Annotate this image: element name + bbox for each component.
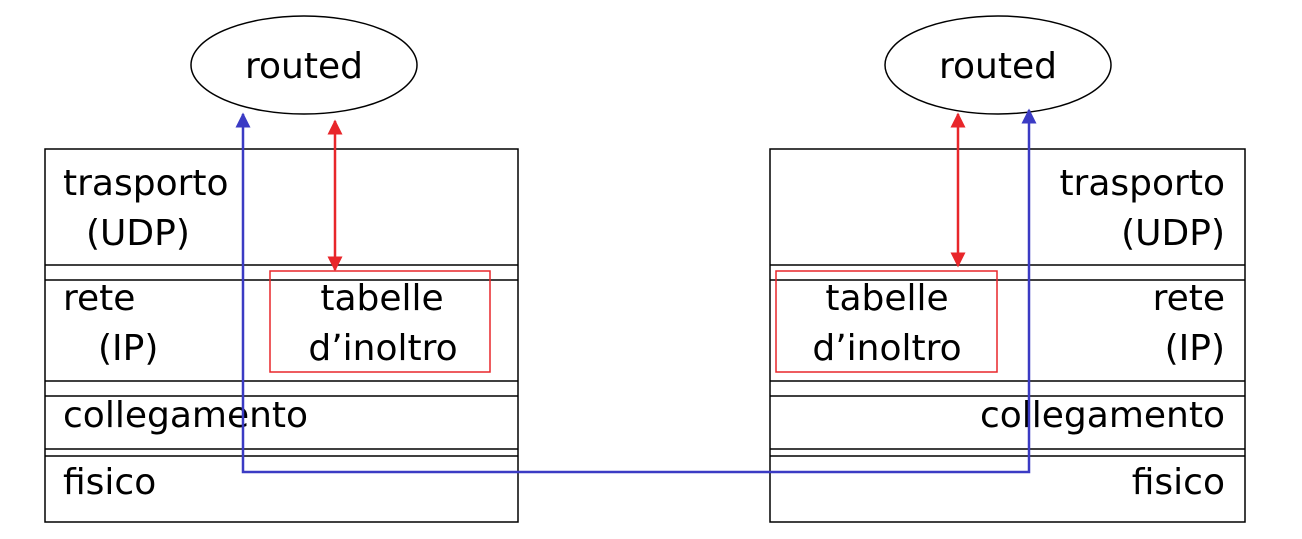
right-forwarding-table-box (775, 270, 998, 373)
left-forwarding-table-line1: tabelle (320, 278, 443, 319)
right-routed-label: routed (939, 46, 1057, 87)
left-transport-protocol: (UDP) (86, 213, 190, 254)
right-forwarding-table: tabelle d’inoltro (775, 270, 998, 373)
right-stack-outline (769, 148, 1246, 523)
right-forwarding-table-line1: tabelle (825, 278, 948, 319)
left-routed-label: routed (245, 46, 363, 87)
left-transport-label: trasporto (63, 163, 229, 204)
right-forwarding-table-line2: d’inoltro (812, 328, 961, 369)
left-host: routed trasporto (UDP) rete (IP) collega… (44, 15, 519, 523)
left-protocol-stack: trasporto (UDP) rete (IP) collegamento f… (44, 148, 519, 523)
right-transport-label: trasporto (1059, 163, 1225, 204)
right-network-label: rete (1153, 278, 1225, 319)
right-host: routed trasporto (UDP) rete (IP) collega… (769, 15, 1246, 523)
left-forwarding-table: tabelle d’inoltro (269, 270, 491, 373)
left-forwarding-table-line2: d’inoltro (308, 328, 457, 369)
right-protocol-stack: trasporto (UDP) rete (IP) collegamento f… (769, 148, 1246, 523)
left-physical-label: fisico (63, 462, 156, 503)
left-forwarding-table-box (269, 270, 491, 373)
routed-communication-path (235, 108, 1037, 474)
left-network-protocol: (IP) (98, 328, 158, 369)
right-physical-label: fisico (1132, 462, 1225, 503)
left-link-label: collegamento (63, 395, 308, 436)
left-stack-outline (44, 148, 519, 523)
left-network-label: rete (63, 278, 135, 319)
right-link-label: collegamento (980, 395, 1225, 436)
right-transport-protocol: (UDP) (1121, 213, 1225, 254)
right-network-protocol: (IP) (1165, 328, 1225, 369)
